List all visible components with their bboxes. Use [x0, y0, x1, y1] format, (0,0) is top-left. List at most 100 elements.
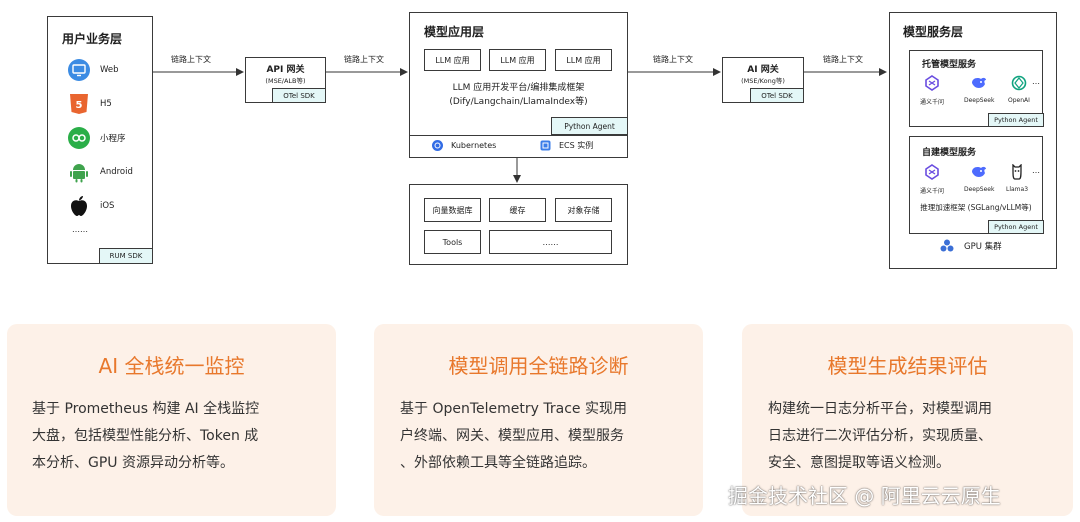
model-service-layer-box: 模型服务层 托管模型服务 通义千问 DeepSeek OpenAI … Pyth… [889, 12, 1057, 269]
llm-app-box: LLM 应用 [555, 49, 612, 71]
client-label: 小程序 [100, 134, 126, 144]
model-tongyi: 通义千问 [920, 164, 944, 195]
gpu-cluster: GPU 集群 [940, 239, 1002, 252]
model-label: Llama3 [1006, 186, 1029, 193]
client-ios: iOS [68, 195, 148, 217]
card-line: 大盘，包括模型性能分析、Token 成 [32, 428, 259, 444]
infra-label: Kubernetes [451, 141, 497, 150]
infra-kubernetes: Kubernetes [432, 140, 496, 151]
infra-label: ECS 实例 [559, 141, 594, 150]
monitor-icon [68, 59, 90, 81]
llm-app-box: LLM 应用 [489, 49, 546, 71]
client-label: Android [100, 167, 133, 177]
model-app-layer-title: 模型应用层 [424, 25, 485, 39]
ecs-icon [540, 140, 551, 151]
platform-line-1: LLM 应用开发平台/编排集成框架 [452, 83, 585, 93]
client-label: Web [100, 65, 119, 75]
miniprogram-icon [68, 127, 90, 149]
tools-box: Tools [424, 230, 481, 254]
card-line: 安全、意图提取等语义检测。 [768, 455, 950, 471]
rum-sdk-badge: RUM SDK [99, 248, 153, 264]
html5-icon: 5 [68, 93, 90, 115]
arrow-label: 链路上下文 [823, 55, 863, 64]
card-title: 模型生成结果评估 [827, 354, 988, 378]
object-storage-box: 对象存储 [555, 198, 612, 222]
svg-text:5: 5 [76, 100, 83, 111]
model-label: 通义千问 [920, 99, 945, 106]
card-line: 本分析、GPU 资源异动分析等。 [32, 455, 234, 471]
card-full-stack-monitoring: AI 全栈统一监控 基于 Prometheus 构建 AI 全栈监控 大盘，包括… [7, 324, 336, 516]
llm-app-box: LLM 应用 [424, 49, 481, 71]
model-app-layer-box: 模型应用层 LLM 应用 LLM 应用 LLM 应用 LLM 应用开发平台/编排… [409, 12, 628, 158]
card-title: 模型调用全链路诊断 [448, 354, 629, 378]
android-icon [68, 161, 90, 183]
user-layer-box: 用户业务层 Web 5 H5 小程序 Android [47, 16, 153, 264]
model-service-layer-title: 模型服务层 [903, 25, 964, 39]
client-miniprogram: 小程序 [68, 127, 148, 149]
model-label: DeepSeek [964, 186, 995, 193]
openai-icon [1011, 75, 1027, 95]
client-more: …… [72, 225, 88, 234]
api-gateway-title: API 网关 [266, 65, 305, 75]
python-agent-badge: Python Agent [988, 220, 1044, 234]
ai-gateway-title: AI 网关 [747, 65, 779, 75]
arrow-label: 链路上下文 [171, 55, 211, 64]
card-line: 基于 Prometheus 构建 AI 全栈监控 [32, 401, 260, 417]
kubernetes-icon [432, 140, 443, 151]
client-android: Android [68, 161, 148, 183]
card-trace-diagnosis: 模型调用全链路诊断 基于 OpenTelemetry Trace 实现用 户终端… [374, 324, 703, 516]
otel-sdk-badge: OTel SDK [750, 88, 804, 103]
python-agent-badge: Python Agent [988, 113, 1044, 127]
otel-sdk-badge: OTel SDK [272, 88, 326, 103]
deepseek-icon [970, 164, 988, 184]
platform-line-2: (Dify/Langchain/LlamaIndex等) [449, 97, 588, 107]
watermark: 掘金技术社区 @ 阿里云云原生 [728, 484, 1001, 508]
python-agent-badge: Python Agent [551, 117, 628, 135]
apple-icon [68, 195, 90, 217]
model-deepseek: DeepSeek [964, 164, 994, 193]
tongyi-icon [924, 75, 940, 95]
model-deepseek: DeepSeek [964, 75, 994, 104]
infra-ecs: ECS 实例 [540, 140, 593, 151]
model-more: … [1032, 77, 1040, 86]
model-label: 通义千问 [920, 188, 945, 195]
card-line: 日志进行二次评估分析，实现质量、 [768, 428, 992, 444]
cache-box: 缓存 [489, 198, 546, 222]
card-line: 基于 OpenTelemetry Trace 实现用 [400, 401, 627, 417]
user-layer-title: 用户业务层 [62, 32, 123, 46]
dependencies-box: 向量数据库 缓存 对象存储 Tools …… [409, 184, 628, 265]
ai-gateway-subtitle: (MSE/Kong等) [741, 77, 785, 85]
arrow-label: 链路上下文 [653, 55, 693, 64]
api-gateway-box: API 网关 (MSE/ALB等) OTel SDK [245, 57, 326, 103]
hosted-model-box: 托管模型服务 通义千问 DeepSeek OpenAI … Python Age… [909, 50, 1044, 127]
card-result-evaluation: 模型生成结果评估 构建统一日志分析平台，对模型调用 日志进行二次评估分析，实现质… [742, 324, 1073, 516]
self-built-title: 自建模型服务 [922, 148, 977, 158]
deepseek-icon [970, 75, 988, 95]
tongyi-icon [924, 164, 940, 184]
model-llama: Llama3 [1006, 163, 1029, 193]
api-gateway-subtitle: (MSE/ALB等) [265, 77, 306, 85]
llama-icon [1010, 163, 1024, 184]
card-line: 构建统一日志分析平台，对模型调用 [768, 401, 992, 417]
inference-framework: 推理加速框架 (SGLang/vLLM等) [920, 203, 1032, 212]
card-line: 、外部依赖工具等全链路追踪。 [400, 455, 596, 471]
model-label: OpenAI [1008, 97, 1030, 104]
arrow-label: 链路上下文 [344, 55, 384, 64]
client-label: iOS [100, 201, 115, 211]
gpu-cluster-icon [940, 239, 954, 252]
model-label: DeepSeek [964, 97, 995, 104]
card-line: 户终端、网关、模型应用、模型服务 [400, 428, 624, 444]
self-built-model-box: 自建模型服务 通义千问 DeepSeek Llama3 … 推理加速框架 (SG… [909, 136, 1044, 234]
model-more: … [1032, 166, 1040, 175]
gpu-cluster-label: GPU 集群 [964, 241, 1002, 252]
client-h5: 5 H5 [68, 93, 148, 115]
ai-gateway-box: AI 网关 (MSE/Kong等) OTel SDK [722, 57, 804, 103]
client-label: H5 [100, 99, 112, 109]
model-tongyi: 通义千问 [920, 75, 944, 106]
card-title: AI 全栈统一监控 [98, 354, 245, 378]
client-web: Web [68, 59, 148, 81]
more-deps-box: …… [489, 230, 612, 254]
hosted-title: 托管模型服务 [922, 60, 977, 70]
model-openai: OpenAI [1008, 75, 1030, 104]
vector-db-box: 向量数据库 [424, 198, 481, 222]
